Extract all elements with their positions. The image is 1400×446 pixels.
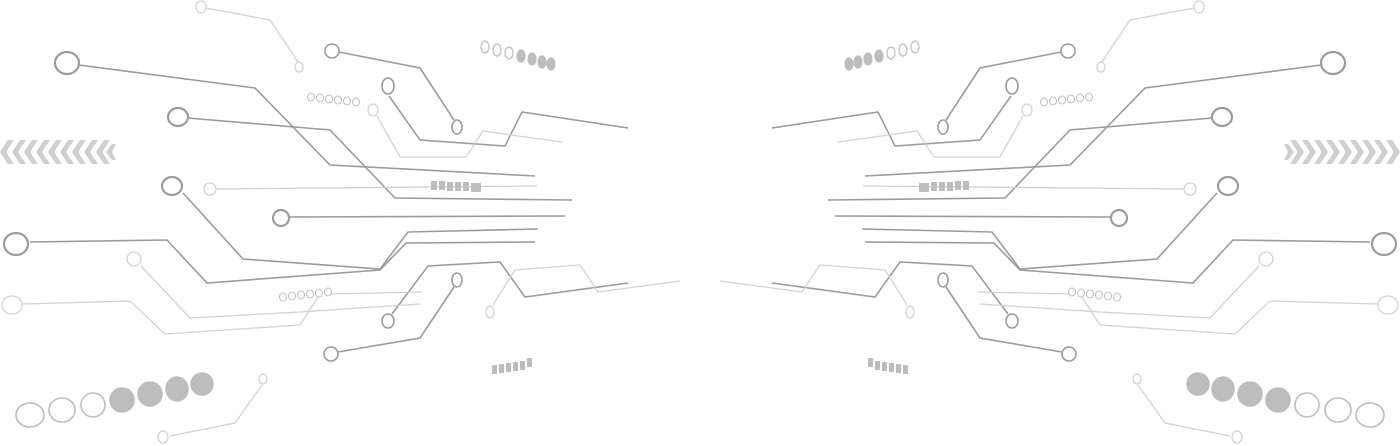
circuit-right-half xyxy=(718,0,1400,445)
circuit-left-half xyxy=(0,0,682,445)
